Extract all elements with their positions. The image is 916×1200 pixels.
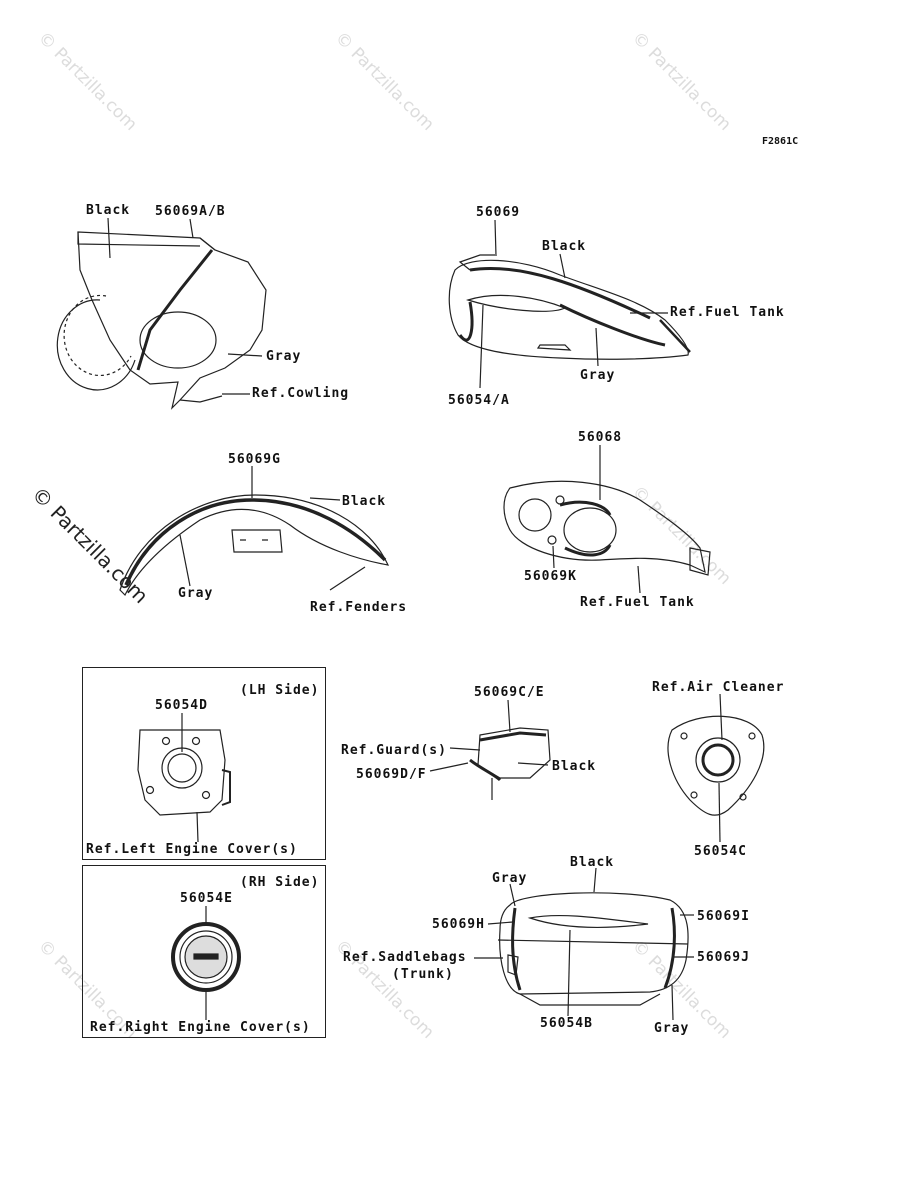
fender-gray-label: Gray: [178, 586, 214, 601]
tanktop-ref-label: Ref.Fuel Tank: [580, 595, 695, 610]
guard-drawing: [469, 727, 551, 800]
lh-engine-cover-drawing: [137, 729, 231, 816]
figure-code: F2861C: [762, 136, 799, 147]
trunk-left-label: 56069H: [432, 917, 485, 932]
guard-part-label: 56069C/E: [474, 685, 545, 700]
tank-black-label: Black: [542, 239, 587, 254]
cowl-part-label: 56069A/B: [155, 204, 226, 219]
tanktop-part2-label: 56069K: [524, 569, 577, 584]
cowl-ref-label: Ref.Cowling: [252, 386, 350, 401]
rh-part-label: 56054E: [180, 891, 233, 906]
rh-side-box: [82, 865, 326, 1038]
tank-emblem-label: 56054/A: [448, 393, 510, 408]
fuel-tank-drawing: [448, 254, 691, 360]
guard-black-label: Black: [552, 759, 597, 774]
trunk-black-label: Black: [570, 855, 615, 870]
trunk-right-top-label: 56069I: [697, 909, 750, 924]
rh-side-label: (RH Side): [240, 875, 320, 890]
air-cleaner-drawing: [667, 715, 765, 816]
trunk-drawing: [497, 892, 689, 1006]
air-ref-label: Ref.Air Cleaner: [652, 680, 785, 695]
cowl-gray-label: Gray: [266, 349, 302, 364]
tank-ref-label: Ref.Fuel Tank: [670, 305, 785, 320]
air-part-label: 56054C: [694, 844, 747, 859]
lh-ref-label: Ref.Left Engine Cover(s): [86, 842, 298, 857]
cowling-drawing: [56, 231, 267, 410]
rh-ref-label: Ref.Right Engine Cover(s): [90, 1020, 311, 1035]
fender-black-label: Black: [342, 494, 387, 509]
tanktop-part-label: 56068: [578, 430, 623, 445]
trunk-gray-bot-label: Gray: [654, 1021, 690, 1036]
lh-part-label: 56054D: [155, 698, 208, 713]
trunk-ref-label: Ref.Saddlebags: [343, 950, 467, 965]
trunk-emblem-label: 56054B: [540, 1016, 593, 1031]
trunk-ref2-label: (Trunk): [392, 967, 454, 982]
fender-ref-label: Ref.Fenders: [310, 600, 408, 615]
guard-part2-label: 56069D/F: [356, 767, 427, 782]
trunk-right-bot-label: 56069J: [697, 950, 750, 965]
tank-gray-label: Gray: [580, 368, 616, 383]
cowl-black-label: Black: [86, 203, 131, 218]
fuel-tank-top-drawing: [503, 480, 711, 576]
tank-part-label: 56069: [476, 205, 521, 220]
trunk-gray-top-label: Gray: [492, 871, 528, 886]
fender-part-label: 56069G: [228, 452, 281, 467]
lh-side-label: (LH Side): [240, 683, 320, 698]
lh-side-box: [82, 667, 326, 860]
guard-ref-label: Ref.Guard(s): [341, 743, 447, 758]
fender-drawing: [119, 494, 390, 597]
